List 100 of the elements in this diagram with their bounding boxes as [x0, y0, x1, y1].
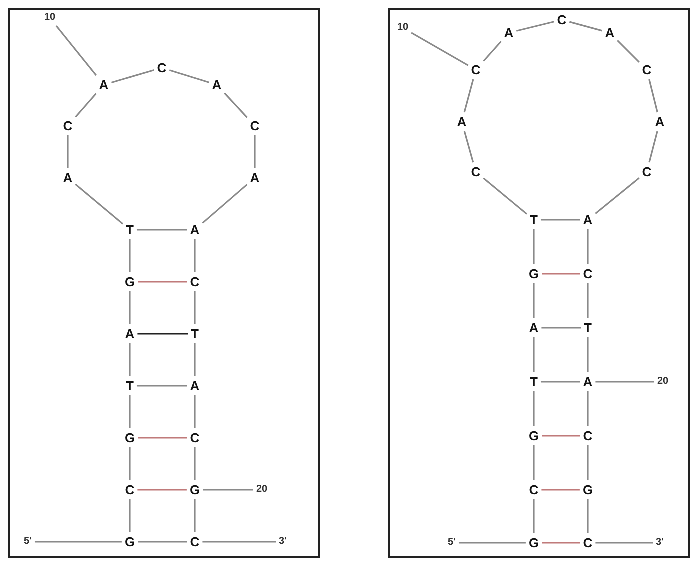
leader-line — [202, 541, 276, 543]
backbone-line — [129, 448, 131, 480]
nucleotide-letter: A — [583, 376, 593, 388]
base-pair-line — [138, 541, 188, 543]
nucleotide-letter: C — [63, 120, 73, 132]
nucleotide-letter: A — [125, 328, 135, 340]
nucleotide-letter: C — [529, 484, 539, 496]
backbone-line — [202, 184, 248, 224]
backbone-line — [75, 184, 124, 225]
nucleotide-letter: C — [471, 64, 481, 76]
base-pair-line — [138, 333, 188, 335]
backbone-line — [516, 21, 554, 32]
base-pair-line — [540, 381, 580, 383]
nucleotide-letter: A — [655, 116, 665, 128]
nucleotide-letter: G — [582, 484, 594, 496]
base-pair-line — [138, 437, 188, 439]
backbone-line — [587, 338, 589, 372]
nucleotide-letter: A — [250, 172, 260, 184]
backbone-line — [464, 131, 474, 163]
nucleotide-letter: G — [528, 430, 540, 442]
nucleotide-letter: C — [583, 268, 593, 280]
leader-line — [411, 32, 469, 66]
nucleotide-letter: G — [124, 276, 136, 288]
backbone-line — [648, 131, 658, 163]
backbone-line — [533, 500, 535, 534]
nucleotide-letter: A — [457, 116, 467, 128]
leader-line — [34, 541, 122, 543]
leader-line — [56, 26, 97, 76]
backbone-line — [587, 230, 589, 264]
backbone-line — [224, 92, 248, 118]
base-pair-line — [540, 219, 580, 221]
nucleotide-letter: A — [212, 78, 222, 92]
backbone-line — [587, 284, 589, 318]
nucleotide-letter: C — [190, 432, 200, 444]
strand-end-label: 5' — [448, 538, 456, 548]
leader-line — [596, 542, 654, 544]
nucleotide-letter: G — [124, 536, 136, 548]
strand-end-label: 5' — [24, 537, 32, 547]
backbone-line — [464, 79, 474, 113]
backbone-line — [129, 292, 131, 324]
backbone-line — [533, 230, 535, 264]
backbone-line — [194, 240, 196, 272]
leader-line — [458, 542, 526, 544]
backbone-line — [587, 446, 589, 480]
backbone-line — [129, 344, 131, 376]
nucleotide-letter: A — [583, 214, 593, 226]
backbone-line — [569, 21, 603, 32]
backbone-line — [533, 284, 535, 318]
backbone-line — [75, 93, 97, 118]
nucleotide-letter: A — [504, 26, 514, 40]
backbone-line — [194, 396, 196, 428]
nucleotide-letter: C — [471, 166, 481, 178]
base-pair-line — [542, 489, 580, 491]
backbone-line — [111, 69, 155, 84]
nucleotide-letter: C — [190, 536, 200, 548]
base-pair-line — [138, 281, 188, 283]
strand-end-label: 3' — [279, 537, 287, 547]
nucleotide-letter: C — [157, 62, 167, 74]
backbone-line — [194, 500, 196, 532]
backbone-line — [533, 446, 535, 480]
backbone-line — [194, 292, 196, 324]
base-pair-line — [542, 542, 580, 544]
nucleotide-letter: G — [190, 484, 200, 496]
base-pair-line — [136, 385, 188, 387]
position-number: 20 — [657, 377, 669, 387]
position-number: 10 — [397, 23, 409, 33]
backbone-line — [587, 500, 589, 534]
nucleotide-letter: T — [126, 380, 134, 392]
backbone-line — [483, 178, 528, 215]
backbone-line — [129, 396, 131, 428]
nucleotide-letter: T — [530, 376, 538, 388]
nucleotide-letter: A — [605, 26, 615, 40]
nucleotide-letter: A — [190, 224, 200, 236]
strand-end-label: 3' — [656, 538, 664, 548]
nucleotide-letter: G — [528, 536, 540, 550]
backbone-line — [67, 136, 69, 168]
backbone-line — [194, 448, 196, 480]
base-pair-line — [542, 327, 582, 329]
base-pair-line — [542, 273, 580, 275]
nucleotide-letter: G — [124, 432, 136, 444]
leader-line — [203, 489, 254, 491]
backbone-line — [533, 392, 535, 426]
nucleotide-letter: C — [642, 64, 652, 76]
nucleotide-letter: A — [190, 380, 200, 392]
nucleotide-letter: T — [530, 214, 538, 226]
nucleotide-letter: C — [125, 484, 135, 496]
backbone-line — [533, 338, 535, 372]
backbone-line — [617, 40, 640, 63]
leader-line — [596, 381, 654, 383]
backbone-line — [254, 136, 256, 168]
backbone-line — [129, 500, 131, 532]
backbone-line — [194, 344, 196, 376]
base-pair-line — [138, 489, 187, 491]
nucleotide-letter: G — [528, 268, 540, 280]
nucleotide-letter: A — [99, 78, 109, 92]
backbone-line — [129, 240, 131, 272]
nucleotide-letter: C — [190, 276, 200, 288]
nucleotide-letter: C — [250, 120, 260, 132]
nucleotide-letter: A — [63, 172, 73, 184]
nucleotide-letter: C — [583, 430, 593, 442]
